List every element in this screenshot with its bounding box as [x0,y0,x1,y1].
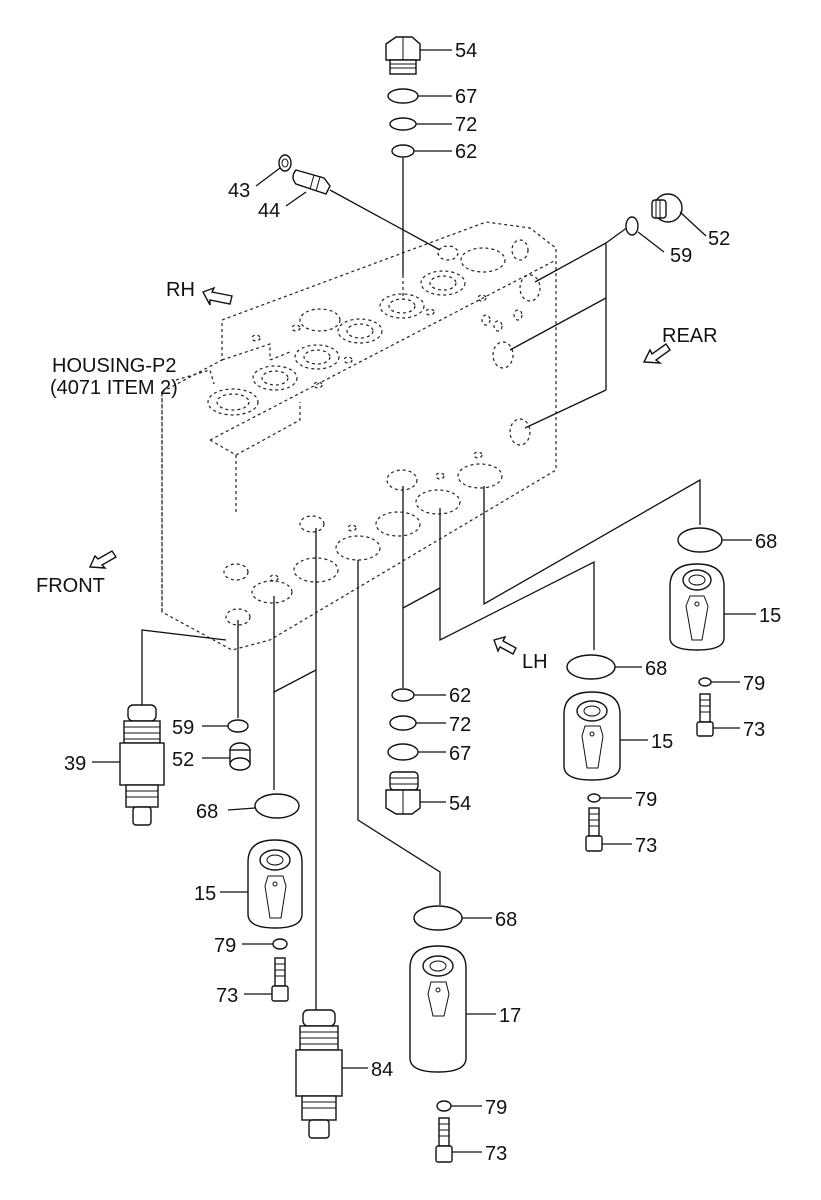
block-15-left [247,839,303,929]
part-number-43: 43 [228,180,250,202]
part-number-62-top: 62 [455,141,477,163]
bolt-73-mid [585,807,603,852]
bolt-73-right [696,693,714,737]
label-leaders [92,49,756,1153]
part-number-72-bottom: 72 [449,714,471,736]
washer-79-lower [436,1100,452,1112]
ring-68-lower [413,905,463,931]
part-number-79-lower: 79 [485,1097,507,1119]
ring-72-bottom [389,715,417,731]
part-number-67-top: 67 [455,86,477,108]
part-number-68-lower: 68 [495,909,517,931]
part-number-15-left: 15 [194,883,216,905]
plug-52-bottom [229,742,251,771]
part-number-73-right: 73 [743,719,765,741]
part-number-15-mid: 15 [651,731,673,753]
arrow-rh [201,286,233,306]
assembly-lines [141,158,701,1010]
part-number-54-top: 54 [455,40,477,62]
block-15-right [669,563,725,651]
label-housing-line1: HOUSING-P2 [52,355,176,377]
ring-62-top [391,144,415,158]
label-front: FRONT [36,575,105,597]
ring-59-top [625,216,639,236]
arrow-front [88,550,117,569]
plug-54-bottom [385,771,421,815]
label-rh: RH [166,279,195,301]
washer-79-mid [587,793,601,803]
bolt-73-left [271,957,289,1002]
plug-52-top [651,193,683,223]
part-number-68-left: 68 [196,801,218,823]
block-15-mid [563,691,621,781]
part-number-54-bottom: 54 [449,793,471,815]
part-number-68-mid: 68 [645,658,667,680]
arrow-rear [642,343,671,364]
ring-72-top [389,117,417,131]
nut-43 [278,154,292,172]
part-number-73-mid: 73 [635,835,657,857]
ring-68-left [254,793,300,819]
part-number-84: 84 [371,1059,393,1081]
part-number-17: 17 [499,1005,521,1027]
ring-68-mid [566,654,616,680]
part-number-59-bottom: 59 [172,717,194,739]
part-number-52-top: 52 [708,228,730,250]
block-17 [409,945,467,1073]
part-number-59-top: 59 [670,245,692,267]
bolt-73-lower [435,1117,453,1163]
label-lh: LH [522,651,548,673]
label-rear: REAR [662,325,718,347]
ring-68-right [677,527,723,553]
part-number-79-left: 79 [214,935,236,957]
washer-79-right [698,677,712,687]
part-number-62-bottom: 62 [449,685,471,707]
part-number-39: 39 [64,753,86,775]
part-number-67-bottom: 67 [449,743,471,765]
ring-59-bottom [227,719,249,733]
label-housing-line2: (4071 ITEM 2) [50,377,178,399]
part-number-73-lower: 73 [485,1143,507,1165]
valve-39 [119,704,165,826]
washer-79-left [272,938,288,950]
ring-67-top [387,88,419,104]
arrow-lh [493,635,517,655]
housing-block [161,221,557,651]
part-number-79-mid: 79 [635,789,657,811]
plug-54-top [385,36,421,75]
ring-67-bottom [387,743,419,761]
part-number-15-right: 15 [759,605,781,627]
ring-62-bottom [391,688,415,702]
part-number-68-right: 68 [755,531,777,553]
part-number-72-top: 72 [455,114,477,136]
part-number-73-left: 73 [216,985,238,1007]
part-number-52-bottom: 52 [172,749,194,771]
part-number-79-right: 79 [743,673,765,695]
valve-84 [295,1009,343,1139]
part-number-44: 44 [258,200,280,222]
pin-44 [292,169,331,195]
